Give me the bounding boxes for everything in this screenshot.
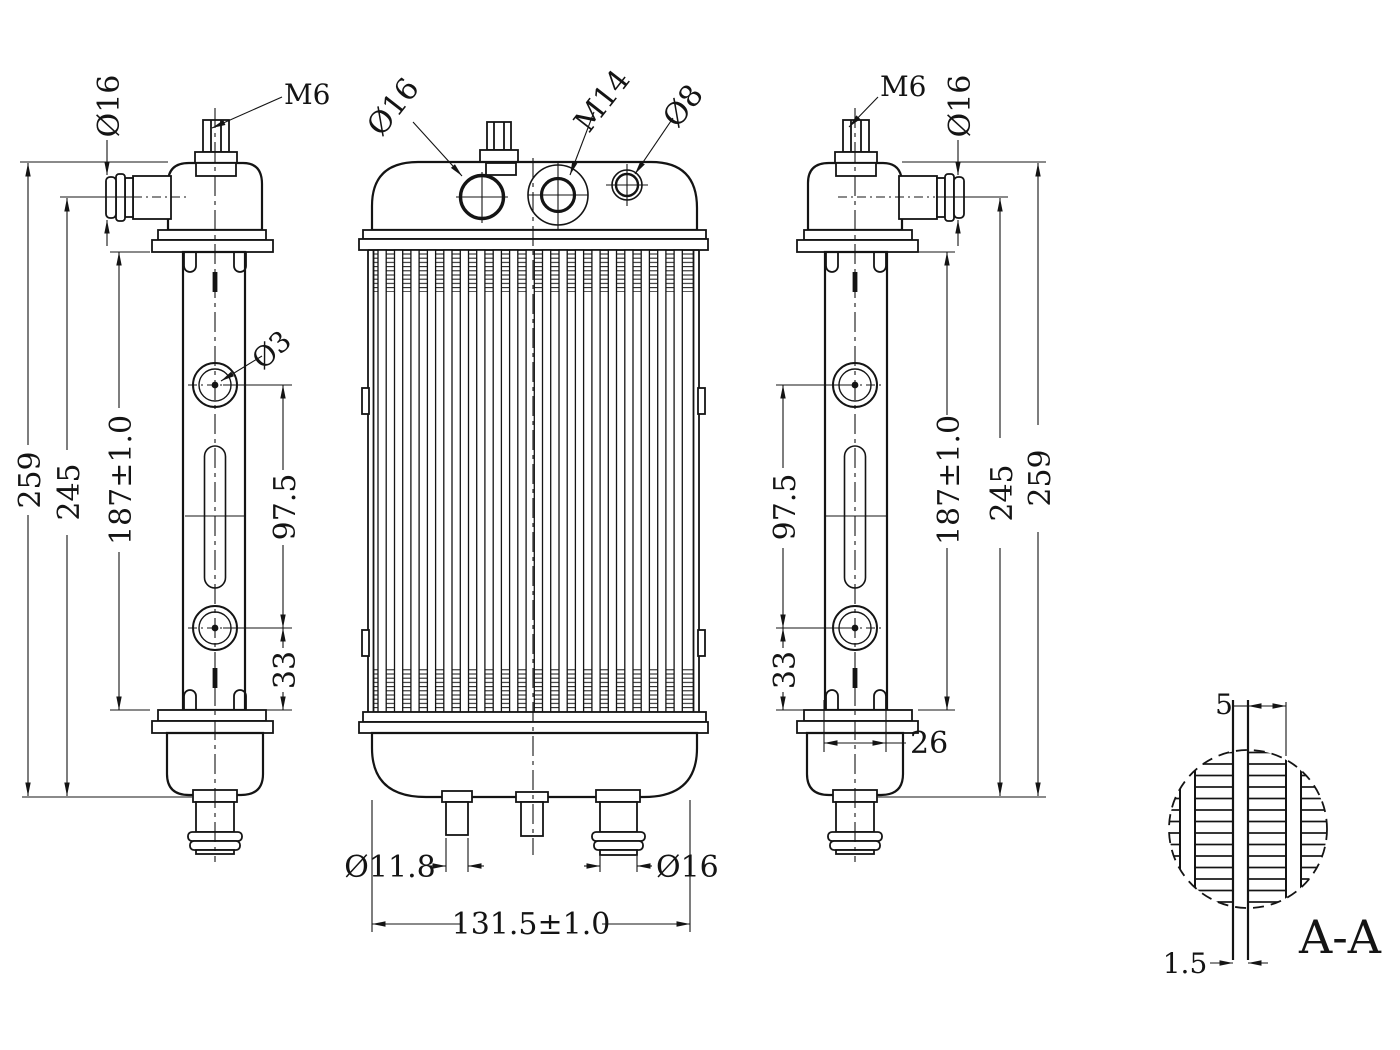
left-bottom-tab-2 bbox=[233, 689, 247, 710]
left-top-flange-1 bbox=[157, 229, 267, 241]
front-bottom-tank bbox=[370, 731, 699, 799]
right-top-flange-2 bbox=[796, 239, 919, 253]
label-front-outlet-dia: Ø16 bbox=[656, 850, 719, 885]
front-drain-stub bbox=[441, 790, 473, 836]
front-inlet-port bbox=[456, 172, 508, 223]
front-bottom-flange-1 bbox=[362, 711, 707, 723]
dim-left-to-port: 245 bbox=[52, 463, 87, 520]
front-top-flange-1 bbox=[362, 229, 707, 240]
front-filler-port bbox=[527, 162, 589, 229]
right-body bbox=[823, 250, 889, 712]
left-top-flange-2 bbox=[151, 239, 274, 253]
right-top-flange-1 bbox=[803, 229, 913, 241]
label-right-bolt: M6 bbox=[880, 70, 926, 103]
dim-right-hole-bottom: 33 bbox=[768, 651, 803, 689]
section-detail-view: 5 1.5 A-A bbox=[1163, 688, 1382, 980]
dim-right-to-port: 245 bbox=[985, 464, 1020, 521]
dim-right-tank: 26 bbox=[910, 726, 948, 761]
right-bottom-tab-1 bbox=[825, 689, 839, 710]
left-top-tab-2 bbox=[233, 252, 247, 273]
left-top-tank bbox=[166, 161, 264, 232]
front-vent-port bbox=[606, 164, 648, 206]
dim-detail-wall: 1.5 bbox=[1163, 947, 1208, 980]
front-top-tank bbox=[370, 160, 699, 232]
front-side-clip-4 bbox=[697, 629, 706, 657]
left-top-tab-1 bbox=[183, 252, 197, 273]
label-right-fitting-dia: Ø16 bbox=[943, 75, 978, 138]
label-front-drain-dia: Ø11.8 bbox=[344, 850, 435, 885]
dim-left-hole-bottom: 33 bbox=[268, 651, 303, 689]
right-bottom-tab-2 bbox=[873, 689, 887, 710]
front-side-clip-2 bbox=[361, 629, 370, 657]
label-left-fitting-dia: Ø16 bbox=[92, 75, 127, 138]
right-bottom-flange-2 bbox=[796, 720, 919, 734]
label-left-bolt: M6 bbox=[284, 78, 330, 111]
front-side-clip-3 bbox=[697, 387, 706, 415]
right-top-tab-1 bbox=[825, 252, 839, 273]
right-side-view bbox=[796, 108, 965, 862]
left-section-mark-bottom bbox=[212, 668, 218, 688]
dim-right-holes: 97.5 bbox=[768, 474, 803, 541]
dim-front-width: 131.5±1.0 bbox=[452, 907, 611, 942]
front-bolt-seat bbox=[485, 162, 517, 176]
left-section-mark-top bbox=[212, 272, 218, 292]
right-section-mark-top bbox=[852, 272, 858, 292]
left-side-view bbox=[105, 108, 274, 862]
front-middle-stub bbox=[515, 791, 549, 837]
right-bottom-flange-1 bbox=[803, 709, 913, 722]
dim-left-body: 187±1.0 bbox=[104, 415, 139, 545]
left-bottom-flange-2 bbox=[151, 720, 274, 734]
dim-right-body: 187±1.0 bbox=[932, 415, 967, 545]
dim-detail-pitch: 5 bbox=[1215, 688, 1233, 721]
dim-left-holes: 97.5 bbox=[268, 474, 303, 541]
dim-right-overall: 259 bbox=[1023, 449, 1058, 506]
front-view bbox=[358, 121, 709, 856]
left-bottom-tab-1 bbox=[183, 689, 197, 710]
section-label: A-A bbox=[1298, 910, 1382, 964]
dim-left-overall: 259 bbox=[13, 451, 48, 508]
right-section-mark-bottom bbox=[852, 668, 858, 688]
front-side-clip-1 bbox=[361, 387, 370, 415]
right-dimensions: 97.5 33 26 187±1.0 245 259 Ø16 M6 bbox=[768, 70, 1058, 798]
left-bottom-flange-1 bbox=[157, 709, 267, 722]
left-body bbox=[181, 250, 247, 712]
front-outlet-stub bbox=[591, 789, 646, 856]
right-top-tab-2 bbox=[873, 252, 887, 273]
right-bolt-seat bbox=[835, 162, 877, 177]
left-bolt-seat bbox=[195, 162, 237, 177]
